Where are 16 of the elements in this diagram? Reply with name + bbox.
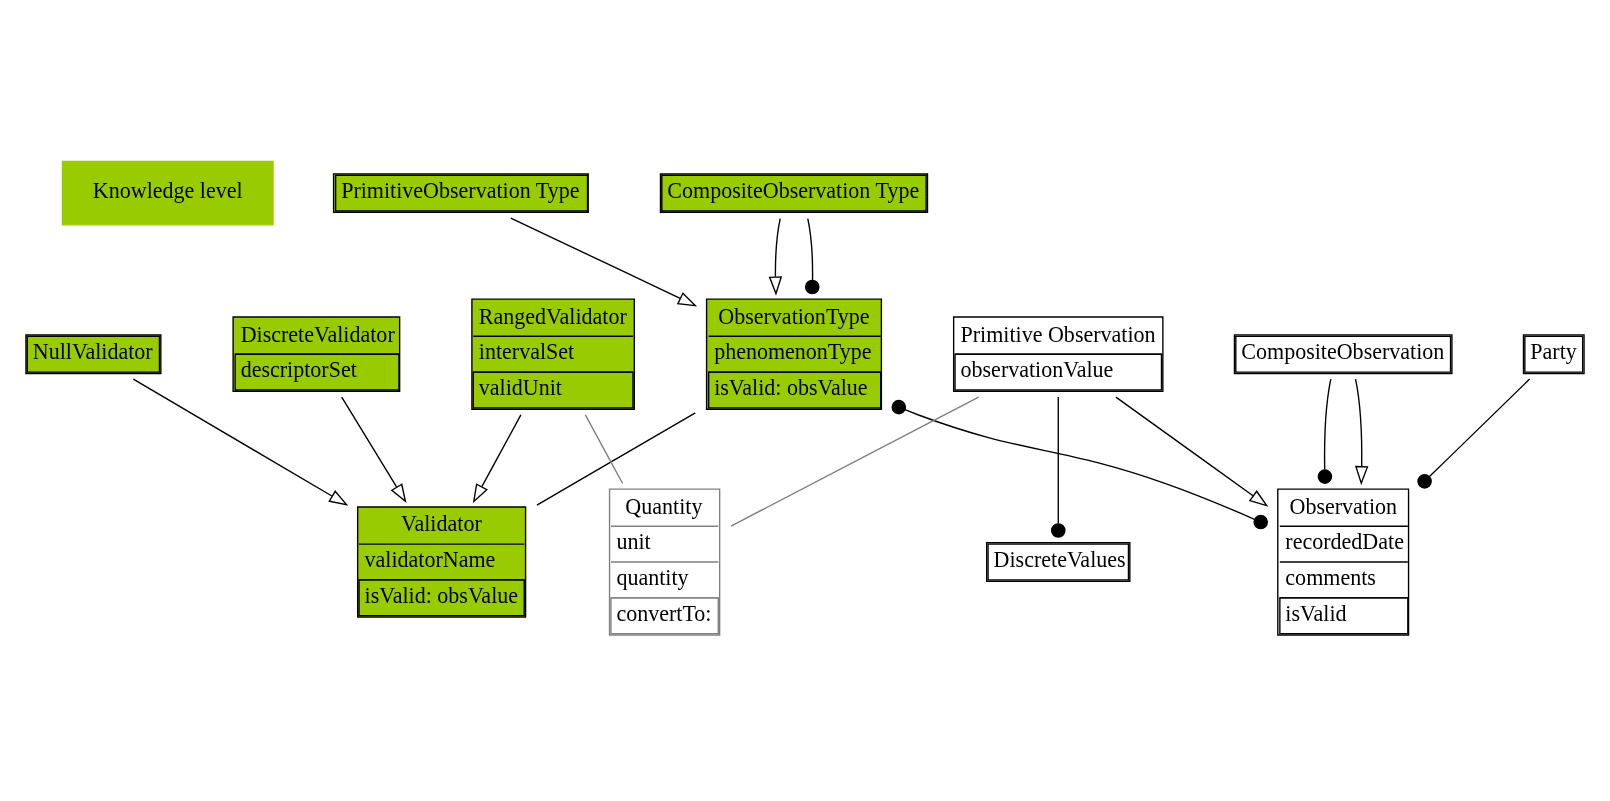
arrow	[768, 217, 783, 296]
node-box: Knowledge level	[61, 160, 274, 225]
arrow	[1354, 377, 1369, 485]
connector	[584, 413, 624, 484]
arrow	[472, 413, 522, 503]
connector	[536, 411, 696, 506]
connector	[891, 399, 1268, 529]
arrow	[1115, 395, 1269, 507]
connector	[730, 395, 980, 527]
arrow	[341, 395, 407, 503]
arrow	[132, 377, 349, 506]
connector	[1417, 377, 1531, 489]
arrow	[510, 216, 698, 307]
connector	[1050, 395, 1066, 538]
connector	[804, 217, 820, 294]
connector	[1317, 377, 1333, 484]
